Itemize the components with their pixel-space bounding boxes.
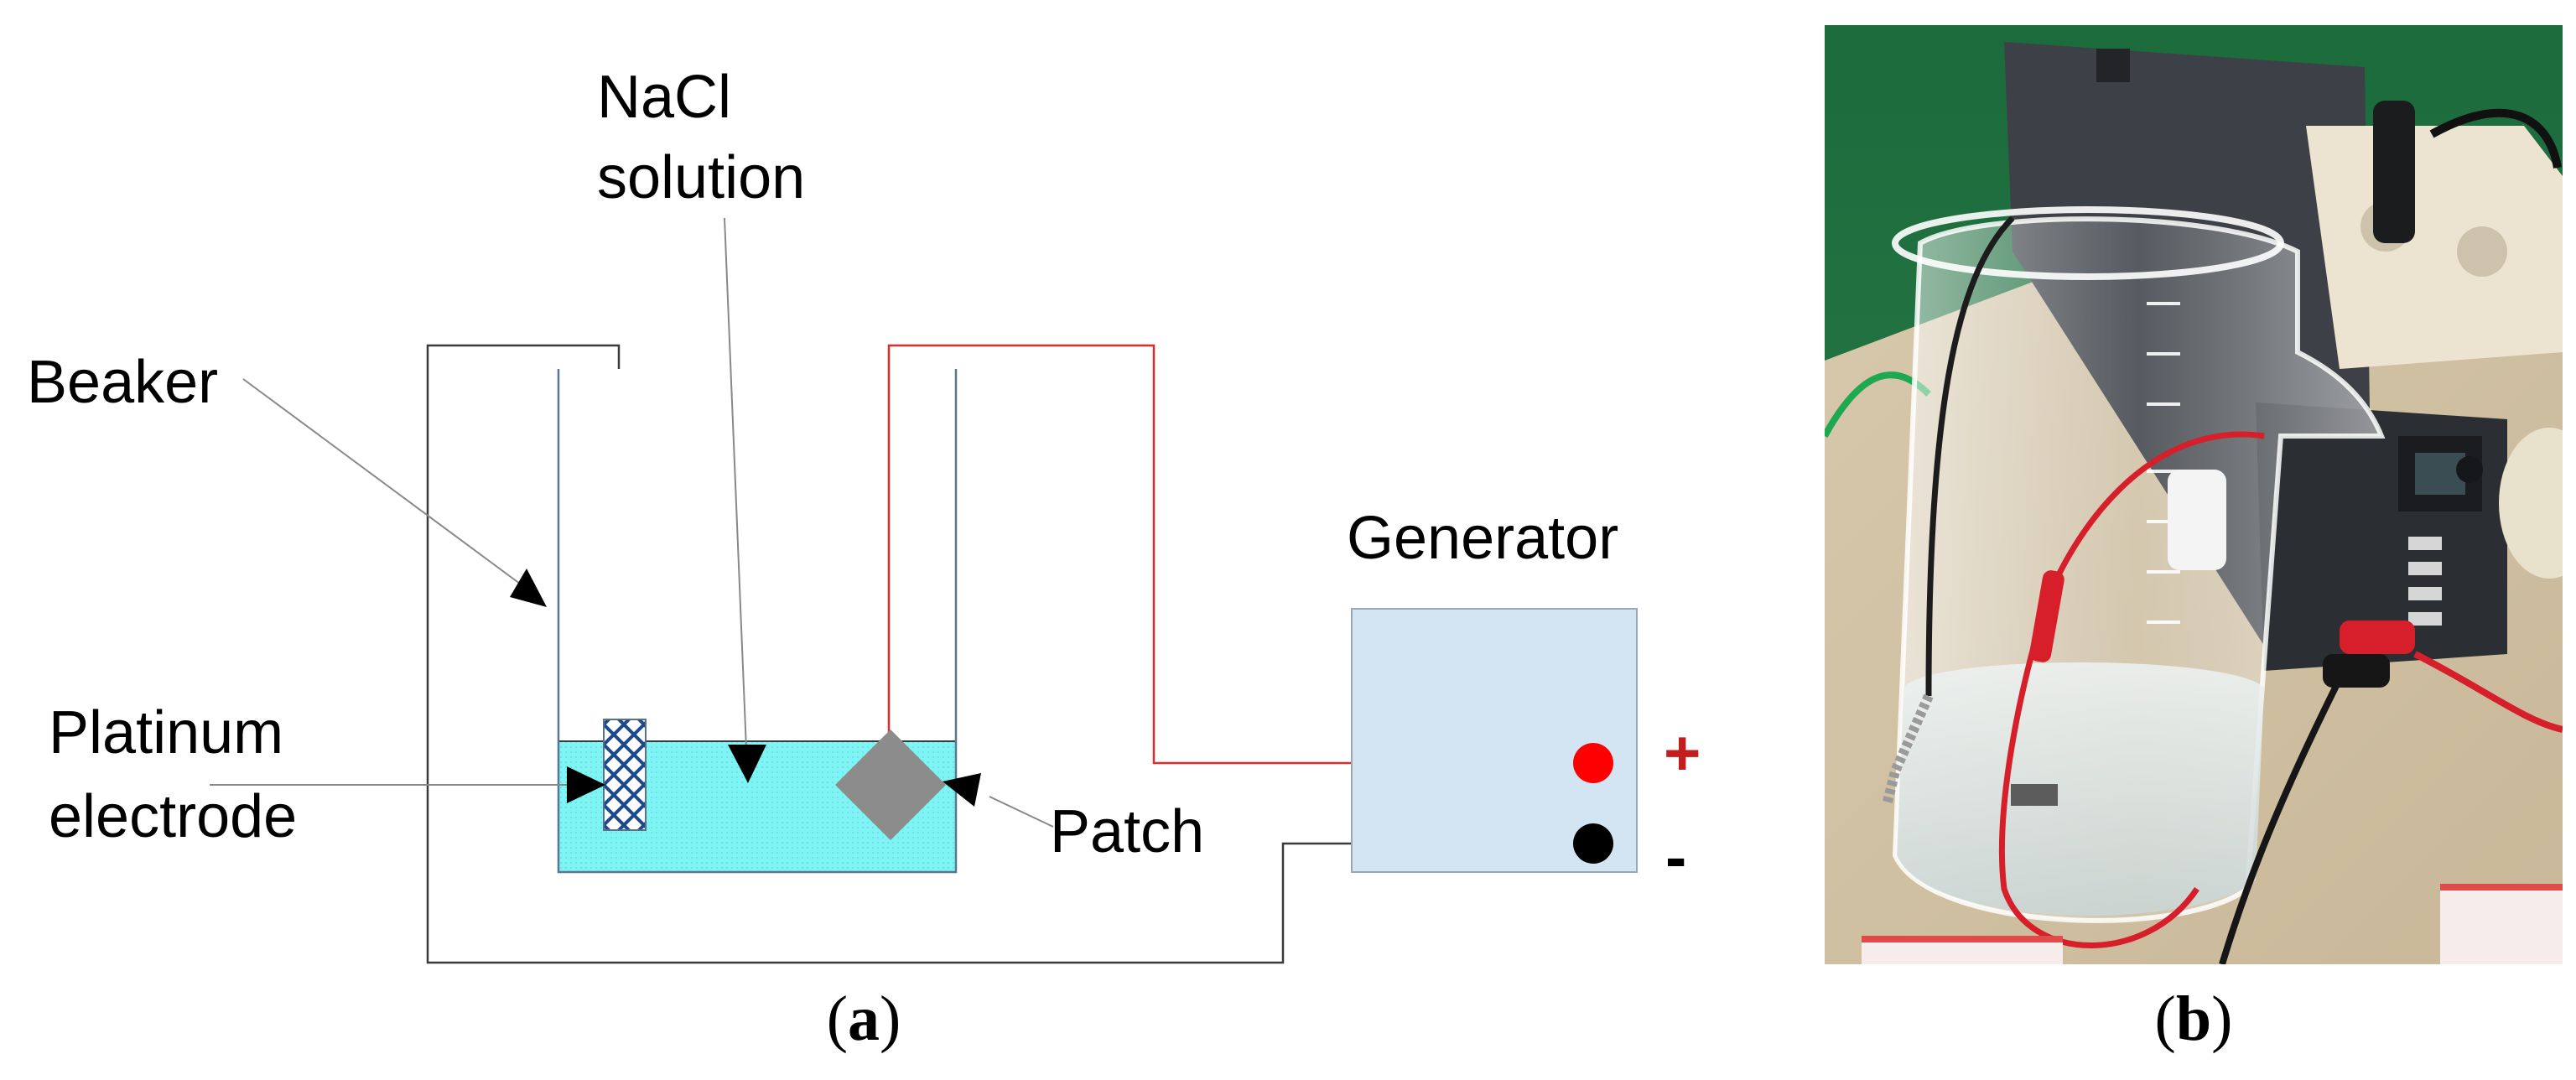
- negative-terminal: [1573, 823, 1613, 864]
- patch-holder: [2168, 470, 2226, 570]
- caption-b: (b): [2155, 984, 2233, 1054]
- nacl-label-line1: NaCl: [597, 64, 731, 131]
- patch-sample: [2011, 784, 2058, 806]
- patch-label: Patch: [1050, 798, 1204, 865]
- black-electrode-wire: [1925, 215, 2015, 697]
- red-plug: [2340, 620, 2415, 654]
- minigrip-bag-right: [2440, 884, 2563, 964]
- positive-terminal: [1573, 743, 1613, 783]
- caption-a: (a): [827, 984, 901, 1054]
- platinum-label-line1: Platinum: [49, 699, 283, 766]
- nacl-arrowhead: [728, 745, 766, 783]
- beaker-leader-line: [242, 378, 527, 589]
- positive-wire: [887, 344, 1593, 765]
- black-cable-top: [2429, 108, 2562, 169]
- generator-label: Generator: [1347, 505, 1618, 572]
- red-clip: [2029, 570, 2064, 662]
- tape-roll: [2499, 428, 2563, 579]
- patch-leader-line: [989, 796, 1054, 828]
- minus-sign: -: [1665, 822, 1686, 893]
- panel-a-diagram: NaCl solution Beaker Platinum electrode …: [27, 64, 1701, 1054]
- platinum-electrode: [603, 719, 647, 831]
- negative-wire: [426, 344, 1593, 964]
- beaker-label: Beaker: [27, 349, 218, 416]
- minigrip-bag-left: [1862, 936, 2063, 964]
- patch-arrowhead: [943, 773, 981, 807]
- platinum-arrowhead: [567, 766, 605, 803]
- plus-sign: +: [1664, 718, 1701, 789]
- black-plug: [2323, 654, 2390, 688]
- platinum-mesh-photo: [1882, 693, 1934, 807]
- beaker-arrowhead: [510, 569, 547, 607]
- patch: [835, 730, 946, 840]
- nacl-leader-line: [724, 217, 747, 750]
- red-wire-right: [2413, 651, 2563, 733]
- red-wire: [1998, 431, 2265, 948]
- black-wire-out: [2219, 678, 2343, 964]
- glass-beaker: [1892, 206, 2386, 923]
- nacl-label-line2: solution: [597, 144, 805, 211]
- beaker-walls: [557, 369, 958, 874]
- panel-b-photo: [1825, 25, 2563, 964]
- platinum-label-line2: electrode: [49, 783, 297, 850]
- power-strip: [2306, 101, 2563, 369]
